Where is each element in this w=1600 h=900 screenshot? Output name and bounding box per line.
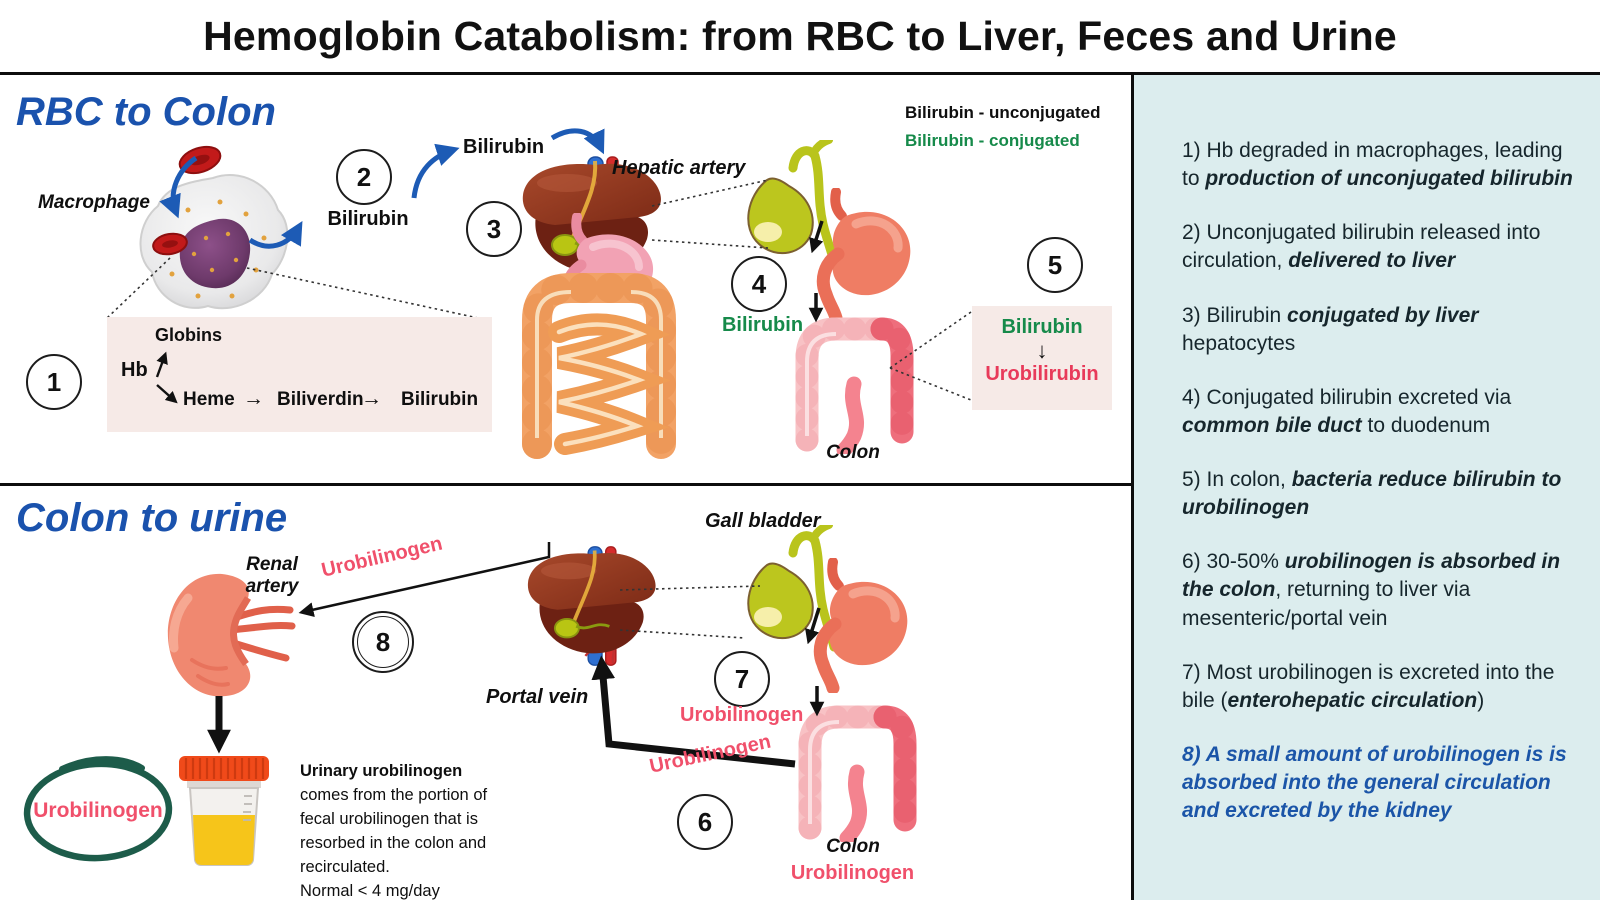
step-number: 3 (486, 213, 502, 244)
urobilinogen-to-kidney-label: Urobilinogen (319, 532, 445, 582)
sidebar-item: 1) Hb degraded in macrophages, leading t… (1182, 139, 1573, 191)
section-divider (0, 483, 1131, 486)
step-number: 6 (697, 806, 713, 837)
step-circle-4: 4 (731, 256, 787, 312)
sidebar-notes: 1) Hb degraded in macrophages, leading t… (1131, 75, 1600, 900)
hb-breakdown-box: Globins Hb Heme → Biliverdin → Bilirubin (107, 317, 492, 432)
urine-cup-illustration (179, 756, 269, 866)
step-number: 4 (751, 268, 767, 299)
step-number: 1 (46, 366, 62, 397)
sidebar-item: 3) Bilirubin conjugated by liver hepatoc… (1182, 303, 1479, 355)
renal-artery-label: Renal artery (245, 554, 299, 597)
conversion-to-label: Urobilirubin (985, 363, 1099, 386)
section2-heading: Colon to urine (16, 496, 288, 540)
macrophage-nucleus (179, 218, 251, 289)
stomach-bottom-illustration (813, 558, 908, 693)
sidebar-item: 4) Conjugated bilirubin excreted via com… (1182, 385, 1512, 437)
step-circle-2: 2 (336, 149, 392, 205)
step-number: 8 (375, 626, 391, 657)
liver-highlight (537, 174, 597, 192)
intestines-illustration (522, 273, 676, 459)
rbc-inside-icon (152, 232, 188, 256)
step-circle-6: 6 (677, 794, 733, 850)
globins-label: Globins (155, 325, 222, 345)
note-bold-text: Urinary urobilinogen (300, 762, 463, 780)
step-circle-7: 7 (714, 651, 770, 707)
gallbladder-top-illustration (747, 140, 839, 267)
kidney-illustration (167, 573, 296, 697)
urobilinogen-bile-label: Urobilinogen (680, 704, 804, 726)
stomach-top-illustration (816, 188, 911, 323)
macrophage-illustration (139, 145, 289, 310)
right-arrow-icon: → (243, 387, 264, 410)
colon-bottom-illustration (798, 705, 917, 842)
gall-bladder-label: Gall bladder (705, 510, 821, 532)
bilirubin-step2-label: Bilirubin (327, 208, 409, 230)
sidebar-item: 5) In colon, bacteria reduce bilirubin t… (1182, 468, 1562, 520)
bilirubin-conjugated-label: Bilirubin (721, 314, 804, 336)
urobilinogen-urine-label: Urobilinogen (33, 799, 163, 822)
right-arrow-icon: → (361, 387, 382, 410)
section1-heading: RBC to Colon (16, 90, 276, 134)
macrophage-label: Macrophage (38, 192, 150, 213)
sidebar-item: 7) Most urobilinogen is excreted into th… (1182, 660, 1555, 712)
note-normal-value: Normal < 4 mg/day (300, 881, 440, 900)
heme-label: Heme (183, 389, 235, 410)
colon-top-label: Colon (826, 442, 880, 463)
sidebar-item: 2) Unconjugated bilirubin released into … (1182, 221, 1541, 273)
legend-conjugated: Bilirubin - conjugated (905, 131, 1080, 150)
circle-annotation (23, 756, 173, 862)
sidebar-item: 6) 30-50% urobilinogen is absorbed in th… (1182, 550, 1561, 630)
conversion-box: Bilirubin ↓ Urobilirubin (972, 306, 1112, 410)
step-circle-8: 8 (352, 611, 414, 673)
down-arrow-icon: ↓ (1036, 338, 1048, 363)
step-circle-5: 5 (1027, 237, 1083, 293)
step-number: 2 (356, 161, 372, 192)
hepatic-artery-label: Hepatic artery (612, 157, 746, 179)
step-circle-3: 3 (466, 201, 522, 257)
portal-vein-label: Portal vein (486, 686, 589, 708)
step-circle-1: 1 (26, 354, 82, 410)
step-number: 7 (734, 663, 750, 694)
urobilinogen-portal-label: Urobilinogen (647, 730, 773, 778)
urinary-urobilinogen-note: Urinary urobilinogen comes from the port… (300, 760, 505, 900)
liver-bottom-illustration (527, 546, 656, 666)
page-title: Hemoglobin Catabolism: from RBC to Liver… (0, 0, 1600, 75)
bilirubin-released-label: Bilirubin (463, 136, 545, 158)
bilirubin-product-label: Bilirubin (401, 389, 479, 410)
conversion-from-label: Bilirubin (1001, 316, 1083, 338)
biliverdin-label: Biliverdin (277, 389, 364, 410)
note-rest-text: comes from the portion of fecal urobilin… (300, 785, 488, 876)
hb-split-arrows (155, 351, 178, 404)
rbc-entering-icon (178, 145, 222, 175)
step-number: 5 (1047, 249, 1063, 280)
hb-label: Hb (121, 359, 148, 381)
sidebar-item: 8) A small amount of urobilinogen is is … (1182, 742, 1567, 823)
legend-unconjugated: Bilirubin - unconjugated (905, 103, 1101, 122)
colon-bottom-label: Colon (826, 836, 880, 857)
urobilinogen-colon-label: Urobilinogen (790, 862, 915, 884)
